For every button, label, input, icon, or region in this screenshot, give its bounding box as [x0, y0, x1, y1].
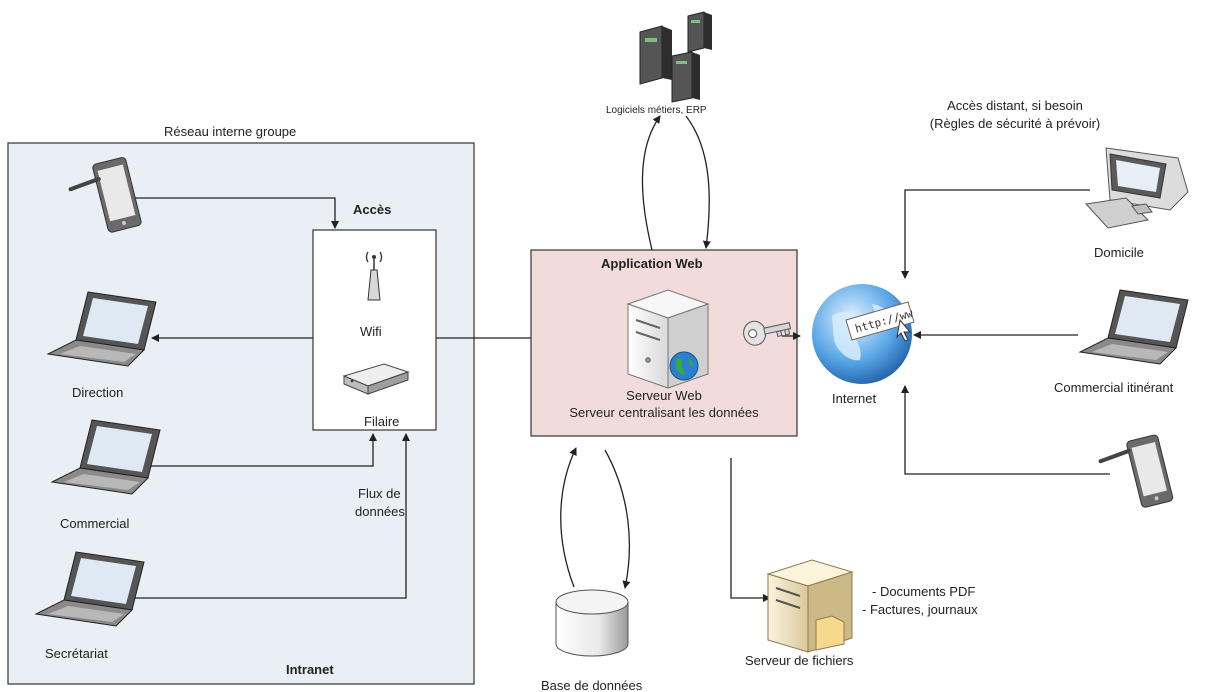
webapp-to-db-arrow [604, 449, 631, 589]
tablet-remote-to-internet-line [901, 385, 1110, 475]
remote-title-line2: (Règles de sécurité à prévoir) [929, 116, 1101, 131]
db-to-webapp-arrow [560, 447, 577, 588]
file-server-icon [766, 559, 854, 653]
secretariat-to-access-line [128, 433, 410, 599]
mobile-sales-label: Commercial itinérant [1054, 380, 1174, 395]
access-label: Accès [353, 202, 392, 217]
laptop-icon-direction [46, 291, 157, 367]
database-icon [555, 589, 629, 657]
webapp-title: Application Web [601, 256, 703, 271]
webapp-to-fileserver-line [730, 458, 771, 602]
desktop-icon [1084, 147, 1189, 229]
internet-globe-icon: http://ww [812, 284, 915, 384]
stylus-icon [68, 176, 101, 192]
commercial-to-access-line [150, 433, 377, 467]
erp-server-icon [639, 25, 672, 85]
stylus-remote-icon [1098, 448, 1131, 464]
intranet-zone-label: Intranet [286, 662, 334, 677]
direction-label: Direction [72, 385, 124, 400]
webapp-to-erp-arrow [641, 115, 661, 251]
file-server-item1: - Documents PDF [872, 584, 976, 599]
erp-to-webapp-arrow [685, 115, 711, 249]
commercial-label: Commercial [60, 516, 130, 531]
router-icon [342, 363, 410, 395]
flow-label-line1: Flux de [358, 486, 401, 501]
remote-title-line1: Accès distant, si besoin [947, 98, 1083, 113]
internet-label: Internet [832, 391, 877, 406]
erp-server-icon-2 [687, 11, 712, 53]
flow-label-line2: données [355, 504, 405, 519]
globe-icon [669, 351, 699, 381]
wifi-label: Wifi [360, 324, 382, 339]
wifi-icon [365, 251, 383, 301]
intranet-title: Réseau interne groupe [164, 124, 297, 139]
webserver-desc: Serveur centralisant les données [569, 405, 759, 420]
tablet-to-access-line [128, 197, 339, 229]
tablet-icon [92, 157, 142, 233]
laptop-icon-commercial [50, 419, 161, 495]
key-icon [743, 320, 792, 346]
erp-server-icon-3 [671, 51, 700, 103]
wired-label: Filaire [364, 414, 400, 429]
file-server-item2: - Factures, journaux [862, 602, 978, 617]
laptop-icon-secretariat [34, 551, 145, 627]
secretariat-label: Secrétariat [45, 646, 108, 661]
database-label: Base de données [541, 678, 643, 692]
laptop-icon-mobile-sales [1078, 289, 1189, 365]
home-to-internet-line [901, 189, 1090, 279]
file-server-label: Serveur de fichiers [745, 653, 854, 668]
home-label: Domicile [1094, 245, 1144, 260]
tablet-remote-icon [1126, 434, 1174, 508]
erp-label: Logiciels métiers, ERP [606, 105, 707, 116]
webserver-label: Serveur Web [626, 388, 702, 403]
